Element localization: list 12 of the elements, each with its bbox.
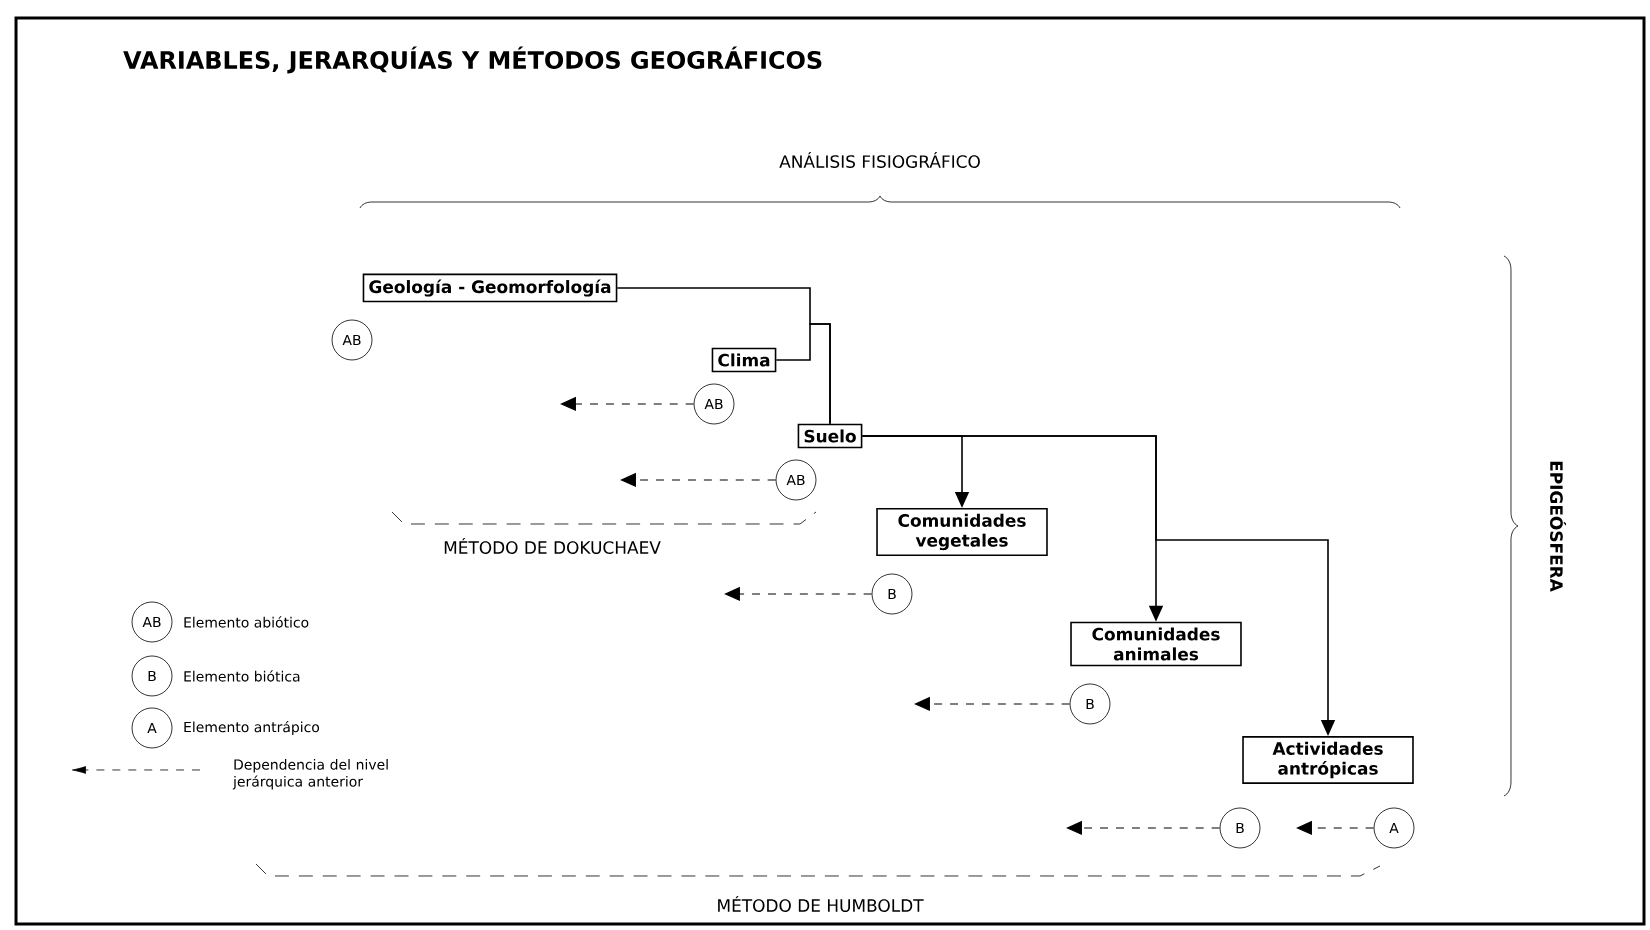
- process-box: Actividades antrópicas: [1242, 736, 1414, 784]
- title: VARIABLES, JERARQUÍAS Y MÉTODOS GEOGRÁFICOS: [123, 46, 822, 74]
- method-label: MÉTODO DE DOKUCHAEV: [444, 538, 661, 554]
- process-box: Comunidades animales: [1070, 621, 1242, 667]
- method-label: MÉTODO DE HUMBOLDT: [718, 896, 924, 912]
- process-box: Clima: [711, 347, 777, 373]
- process-box: Comunidades vegetales: [876, 508, 1048, 556]
- vertical-label: EPIGEÓSFERA: [1550, 461, 1566, 592]
- connector-line: [775, 323, 831, 425]
- heading: ANÁLISIS FISIOGRÁFICO: [779, 152, 980, 168]
- process-box: Geología - Geomorfología: [362, 273, 618, 303]
- process-box: Suelo: [797, 423, 863, 449]
